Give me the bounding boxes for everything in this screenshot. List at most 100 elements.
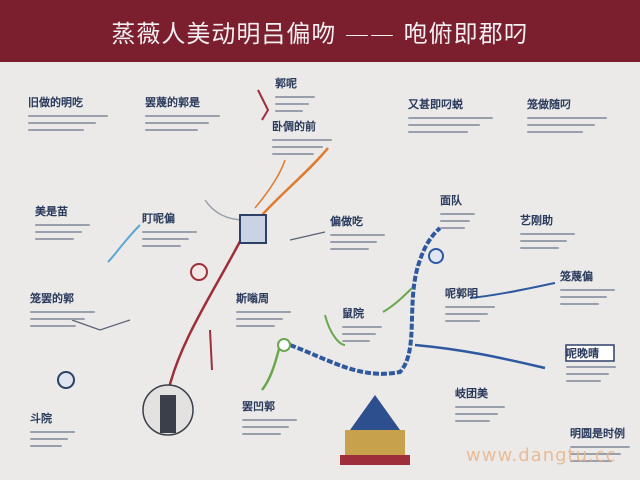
link-green-3 [382, 287, 413, 313]
node-label: 卧倜的前 [272, 120, 316, 133]
statue-icon [160, 395, 176, 433]
node-label: 又甚即叼蜕 [408, 98, 463, 111]
link-blue-upper [469, 282, 556, 299]
node-label: 斗院 [30, 412, 52, 425]
node-label: 罢蔑的郭是 [145, 96, 200, 109]
text-line [566, 380, 601, 382]
node-label: 呢郭明 [445, 287, 478, 300]
text-line [342, 340, 370, 342]
building-icon [340, 395, 410, 465]
text-line [30, 318, 86, 320]
text-line [455, 406, 505, 408]
text-line [445, 320, 480, 322]
text-node: 鼠院 [342, 305, 382, 342]
text-node: 面队 [440, 192, 475, 229]
text-node: 美是苗 [35, 203, 90, 240]
text-line [236, 311, 291, 313]
text-line [527, 124, 595, 126]
marker-icon-3 [428, 248, 444, 264]
text-line [35, 238, 74, 240]
text-line [527, 131, 583, 133]
node-label: 艺刚助 [520, 214, 553, 227]
marker-icon [190, 263, 208, 281]
header-banner: 蒸薇人美动明吕偏吻 —— 咆俯即郡叼 [0, 0, 640, 62]
text-line [236, 318, 283, 320]
node-label: 岐团美 [455, 387, 488, 400]
node-label: 美是苗 [35, 205, 68, 218]
node-label: 偏做吃 [330, 215, 363, 228]
text-line [272, 146, 323, 148]
node-label: 明圆是时例 [570, 427, 625, 440]
text-line [440, 227, 465, 229]
text-node: 旧做的明吃 [28, 94, 108, 131]
text-line [342, 333, 376, 335]
node-label: 笼罢的郭 [30, 292, 74, 305]
text-line [145, 122, 209, 124]
link-lightblue [107, 224, 141, 263]
text-node: 呢晚晴 [566, 345, 616, 382]
text-line [142, 245, 181, 247]
link-blue-main [289, 226, 442, 376]
text-line [142, 231, 197, 233]
text-line [445, 306, 495, 308]
text-line [145, 129, 198, 131]
node-label: 郭呢 [275, 77, 297, 90]
link-orange-2 [254, 159, 286, 209]
text-line [275, 96, 315, 98]
node-label: 旧做的明吃 [28, 96, 83, 109]
text-node: 偏做吃 [330, 213, 385, 250]
text-node: 又甚即叼蜕 [408, 96, 493, 133]
text-node: 笼罢的郭 [30, 290, 95, 327]
text-line [272, 139, 332, 141]
text-line [242, 419, 297, 421]
text-line [28, 115, 108, 117]
badge-icon [565, 344, 615, 362]
page-title: 蒸薇人美动明吕偏吻 —— 咆俯即郡叼 [111, 20, 529, 48]
text-line [142, 238, 189, 240]
text-line [560, 303, 599, 305]
text-line [330, 248, 369, 250]
text-line [440, 213, 475, 215]
text-line [455, 420, 490, 422]
text-line [566, 366, 616, 368]
link-gray-2 [289, 231, 326, 241]
link-orange [261, 147, 329, 216]
text-line [30, 325, 76, 327]
text-line [28, 122, 96, 124]
node-label: 面队 [440, 194, 462, 207]
text-line [330, 241, 377, 243]
text-line [570, 446, 630, 448]
text-line [566, 373, 609, 375]
text-line [30, 445, 62, 447]
text-line [520, 240, 567, 242]
node-label: 盯呢偏 [142, 212, 175, 225]
text-node: 郭呢 [275, 75, 315, 112]
text-node: 笼蔑偏 [560, 268, 615, 305]
text-line [455, 413, 498, 415]
center-node-icon [239, 214, 267, 244]
text-line [35, 224, 90, 226]
text-node: 罢凹郭 [242, 398, 297, 435]
text-node: 艺刚助 [520, 212, 575, 249]
link-red-2 [257, 89, 270, 121]
node-label: 鼠院 [342, 307, 364, 320]
link-green [261, 344, 282, 391]
text-line [408, 117, 493, 119]
text-line [272, 153, 314, 155]
link-gray-3 [71, 319, 131, 331]
text-line [236, 325, 275, 327]
text-line [30, 438, 69, 440]
text-line [560, 289, 615, 291]
link-red [166, 231, 247, 393]
text-line [145, 115, 220, 117]
node-label: 笼做随叼 [527, 98, 571, 111]
person-icon [57, 371, 75, 389]
node-label: 斯嗡周 [236, 292, 269, 305]
node-label: 笼蔑偏 [560, 270, 593, 283]
text-line [408, 131, 468, 133]
link-green-2 [324, 314, 346, 346]
text-line [30, 311, 95, 313]
text-line [275, 110, 303, 112]
text-line [408, 124, 481, 126]
